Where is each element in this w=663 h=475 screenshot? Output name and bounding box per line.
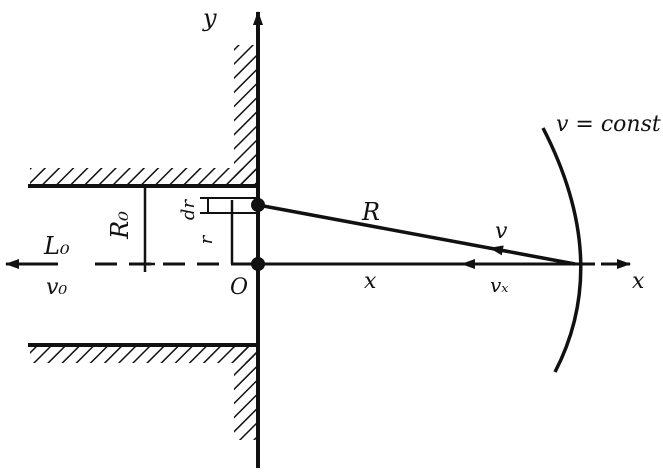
x-axis-label: x (632, 269, 645, 294)
velocity-label: v (495, 219, 508, 244)
channel (28, 168, 258, 363)
y-axis-label: y (202, 4, 217, 32)
isoline-curve (541, 127, 583, 373)
isoline-label: v = const (556, 112, 661, 137)
dr-label: dr (178, 199, 199, 221)
radius-label: R (361, 198, 380, 226)
origin-label: O (230, 275, 248, 300)
r0-label: R₀ (106, 211, 134, 240)
vx-label: vₓ (490, 273, 508, 297)
wall (234, 40, 260, 468)
x-distance-label: x (364, 269, 377, 294)
origin-point (251, 257, 265, 271)
velocity-arrow (489, 245, 576, 266)
l0-label: L₀ (43, 232, 70, 260)
v0-label: v₀ (46, 275, 67, 300)
wall-upper-hatching (234, 45, 258, 185)
channel-upper-hatching (30, 168, 258, 186)
r-label: r (196, 234, 217, 244)
channel-lower-hatching (30, 345, 258, 363)
